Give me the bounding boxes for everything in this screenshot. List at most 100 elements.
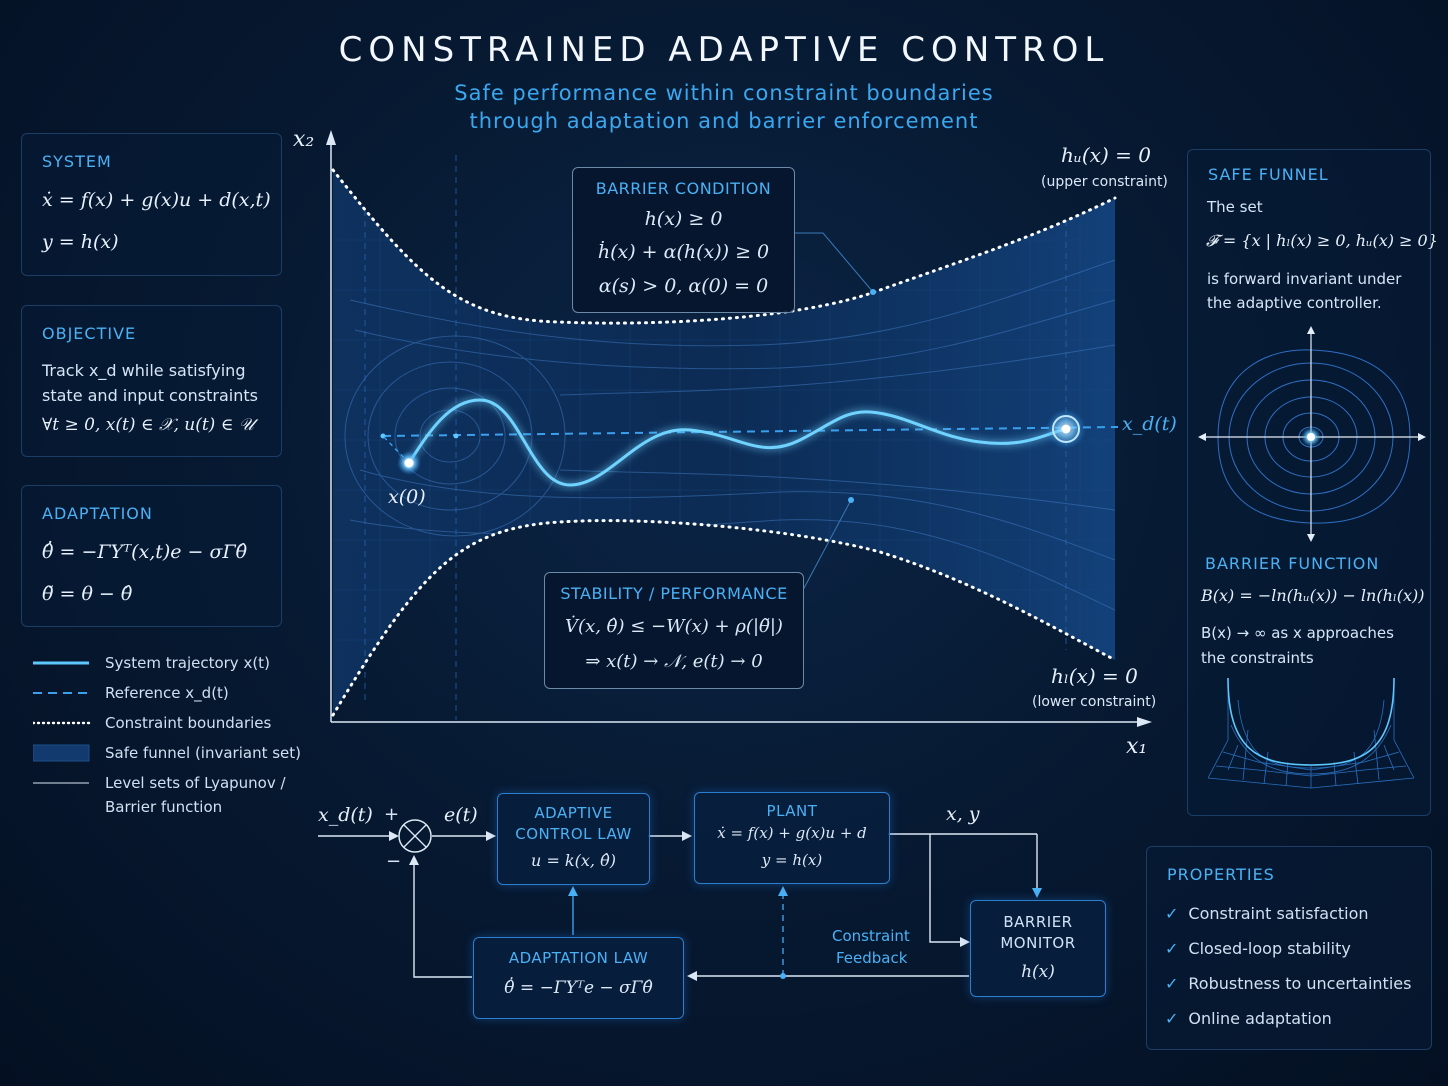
feedback-arrowhead [687, 971, 697, 981]
summing-junction-cross-b [403, 824, 427, 848]
lyapunov-level-set-plot [1198, 326, 1426, 542]
safe-funnel-line-2: is forward invariant under [1207, 270, 1402, 288]
constraint-swatch [33, 721, 91, 725]
property-label: Online adaptation [1188, 1009, 1332, 1028]
initial-state-point [404, 458, 414, 468]
adaptation-return-arrowhead [409, 855, 419, 865]
monitor-top-arrowhead [1032, 888, 1042, 898]
barrier-condition-box: BARRIER CONDITION h(x) ≥ 0 ḣ(x) + α(h(x)… [572, 167, 795, 313]
property-label: Closed-loop stability [1188, 939, 1351, 958]
legend-item-reference: Reference x_d(t) [33, 682, 313, 704]
lower-constraint-label: hₗ(x) = 0 [1051, 664, 1138, 688]
safe-funnel-line-1: The set [1207, 198, 1263, 216]
safe-funnel-panel: SAFE FUNNEL The set 𝓕 = {x | hₗ(x) ≥ 0, … [1187, 149, 1438, 816]
control-arrowhead [682, 831, 692, 841]
controller-equation: u = k(x, θ̂) [531, 851, 616, 870]
level-set-curves [344, 259, 1115, 611]
adaptation-panel: ADAPTATION θ̂̇ = −ΓYᵀ(x,t)e − σΓθ̂ θ̃ = … [21, 485, 282, 627]
legend-label: Safe funnel (invariant set) [105, 744, 302, 762]
initial-state-label: x(0) [388, 486, 426, 508]
level-set-x-arrow-left [1198, 433, 1206, 441]
check-icon: ✓ [1165, 904, 1179, 923]
barrier-eq-1: h(x) ≥ 0 [644, 208, 723, 230]
legend-item-level-sets-cont: Barrier function [33, 796, 313, 818]
legend-label: System trajectory x(t) [105, 654, 270, 672]
input-arrowhead [389, 831, 399, 841]
system-trajectory [407, 398, 1067, 487]
stability-heading: STABILITY / PERFORMANCE [560, 584, 788, 603]
monitor-title-line-1: BARRIER [1003, 913, 1073, 931]
level-set-x-arrow-right [1418, 433, 1426, 441]
property-item: ✓ Online adaptation [1165, 1009, 1332, 1028]
reference-swatch [33, 692, 89, 694]
plant-output-equation: y = h(x) [761, 851, 823, 869]
stability-callout-dot [848, 497, 854, 503]
target-point [1061, 424, 1071, 434]
x-axis-arrow [1137, 717, 1152, 727]
monitor-equation: h(x) [1021, 962, 1055, 982]
barrier-function-line-1: B(x) → ∞ as x approaches [1201, 624, 1394, 642]
level-set-y-arrow-up [1307, 326, 1315, 334]
lower-constraint-caption: (lower constraint) [1032, 694, 1157, 710]
equilibrium-point [1307, 433, 1315, 441]
objective-panel: OBJECTIVE Track x_d while satisfying sta… [21, 305, 282, 457]
plant-to-monitor-wire [929, 834, 962, 943]
y-axis-label: x₂ [293, 127, 315, 152]
upper-constraint-label: hᵤ(x) = 0 [1061, 143, 1151, 167]
plant-feedback-arrowhead [778, 886, 788, 896]
plant-block: PLANT ẋ = f(x) + g(x)u + d y = h(x) [694, 792, 890, 884]
safe-funnel-heading: SAFE FUNNEL [1208, 165, 1329, 184]
adaptation-law-heading: ADAPTATION LAW [508, 949, 649, 967]
funnel-swatch [33, 744, 90, 762]
reference-label: x_d(t) [1122, 413, 1177, 435]
x-axis-label: x₁ [1126, 734, 1148, 759]
stability-eq-2: ⇒ x(t) → 𝒩, e(t) → 0 [585, 651, 763, 672]
property-label: Robustness to uncertainties [1188, 974, 1412, 993]
barrier-function-equation: B(x) = −ln(hᵤ(x)) − ln(hₗ(x)) [1201, 586, 1425, 605]
legend-label: Level sets of Lyapunov / [105, 774, 286, 792]
legend-label: Barrier function [105, 798, 223, 816]
barrier-eq-2: ḣ(x) + α(h(x)) ≥ 0 [597, 241, 770, 263]
stability-eq-1: V̇(x, θ̂) ≤ −W(x) + ρ(|θ̃|) [565, 616, 783, 637]
check-icon: ✓ [1165, 974, 1179, 993]
safe-funnel-region [333, 170, 1115, 715]
subtitle-line-1: Safe performance within constraint bound… [454, 81, 994, 105]
objective-heading: OBJECTIVE [42, 324, 137, 343]
barrier-callout-dot [870, 289, 876, 295]
controller-title-line-2: CONTROL LAW [515, 825, 632, 843]
subtitle-line-2: through adaptation and barrier enforceme… [469, 109, 979, 133]
controller-title-line-1: ADAPTIVE [534, 804, 613, 822]
objective-line-1: Track x_d while satisfying [42, 361, 246, 380]
initial-offset-line [382, 435, 410, 464]
target-ring [1052, 415, 1080, 443]
check-icon: ✓ [1165, 939, 1179, 958]
adaptation-feedback-wire [413, 864, 472, 978]
constraint-feedback-line-1: Constraint [832, 927, 910, 945]
lower-constraint-boundary [331, 519, 1117, 717]
upper-constraint-caption: (upper constraint) [1041, 174, 1168, 190]
adaptation-law-equation: θ̂̇ = −ΓYᵀe − σΓθ̂ [504, 978, 653, 998]
property-item: ✓ Closed-loop stability [1165, 939, 1351, 958]
barrier-surface-plot [1207, 677, 1415, 789]
parameter-error-equation: θ̃ = θ − θ̂ [42, 583, 133, 605]
upper-constraint-boundary [331, 168, 1117, 325]
system-heading: SYSTEM [42, 152, 112, 171]
legend-item-level-sets: Level sets of Lyapunov / [33, 772, 313, 794]
output-signal-label: x, y [946, 803, 980, 825]
barrier-condition-heading: BARRIER CONDITION [595, 179, 772, 198]
minus-sign: − [386, 851, 402, 872]
property-item: ✓Constraint satisfaction [1165, 904, 1369, 923]
output-equation: y = h(x) [42, 231, 119, 253]
check-icon: ✓ [1165, 1009, 1179, 1028]
adaptation-heading: ADAPTATION [42, 504, 153, 523]
feedback-junction-dot [780, 973, 786, 979]
page-title: CONSTRAINED ADAPTIVE CONTROL [338, 30, 1110, 70]
adaptation-law-block: ADAPTATION LAW θ̂̇ = −ΓYᵀe − σΓθ̂ [473, 937, 684, 1019]
reference-mark-dot [453, 433, 459, 439]
property-item: ✓ Robustness to uncertainties [1165, 974, 1411, 993]
barrier-surface-rim [1227, 677, 1395, 766]
stability-box: STABILITY / PERFORMANCE V̇(x, θ̂) ≤ −W(x… [544, 572, 804, 689]
y-axis-arrow [326, 130, 336, 145]
level-set-swatch [33, 782, 89, 784]
